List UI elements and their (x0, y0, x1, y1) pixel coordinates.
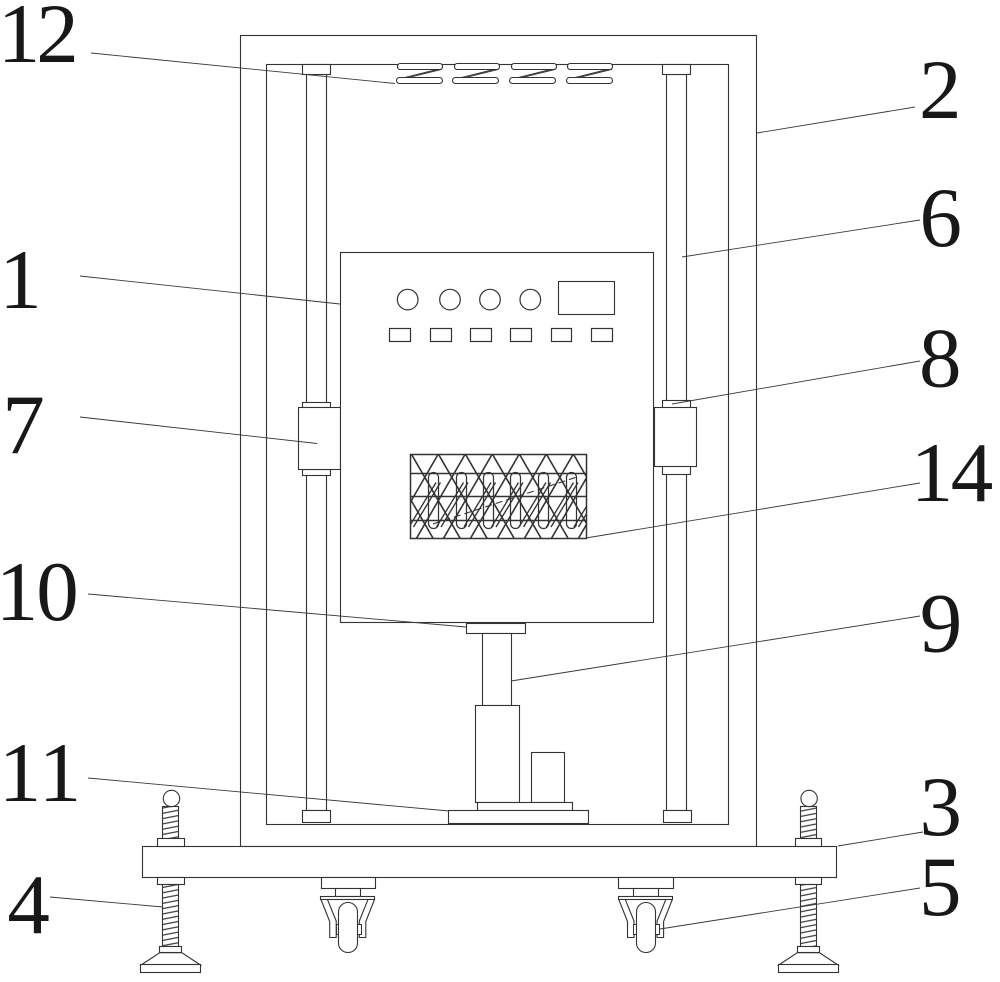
svg-text:1: 1 (911, 426, 954, 520)
svg-text:1: 1 (0, 726, 41, 820)
svg-text:4: 4 (7, 858, 50, 952)
svg-text:1: 1 (0, 545, 38, 639)
svg-text:1: 1 (39, 726, 82, 820)
svg-text:2: 2 (36, 0, 79, 81)
svg-text:3: 3 (919, 760, 962, 854)
svg-text:1: 1 (0, 0, 40, 81)
svg-text:5: 5 (919, 840, 962, 934)
svg-text:8: 8 (919, 312, 962, 406)
svg-text:4: 4 (951, 426, 994, 520)
svg-text:0: 0 (36, 545, 79, 639)
svg-text:6: 6 (919, 171, 962, 265)
svg-text:2: 2 (919, 43, 962, 137)
svg-text:1: 1 (0, 233, 42, 327)
svg-text:7: 7 (2, 378, 45, 472)
svg-text:9: 9 (920, 577, 963, 671)
